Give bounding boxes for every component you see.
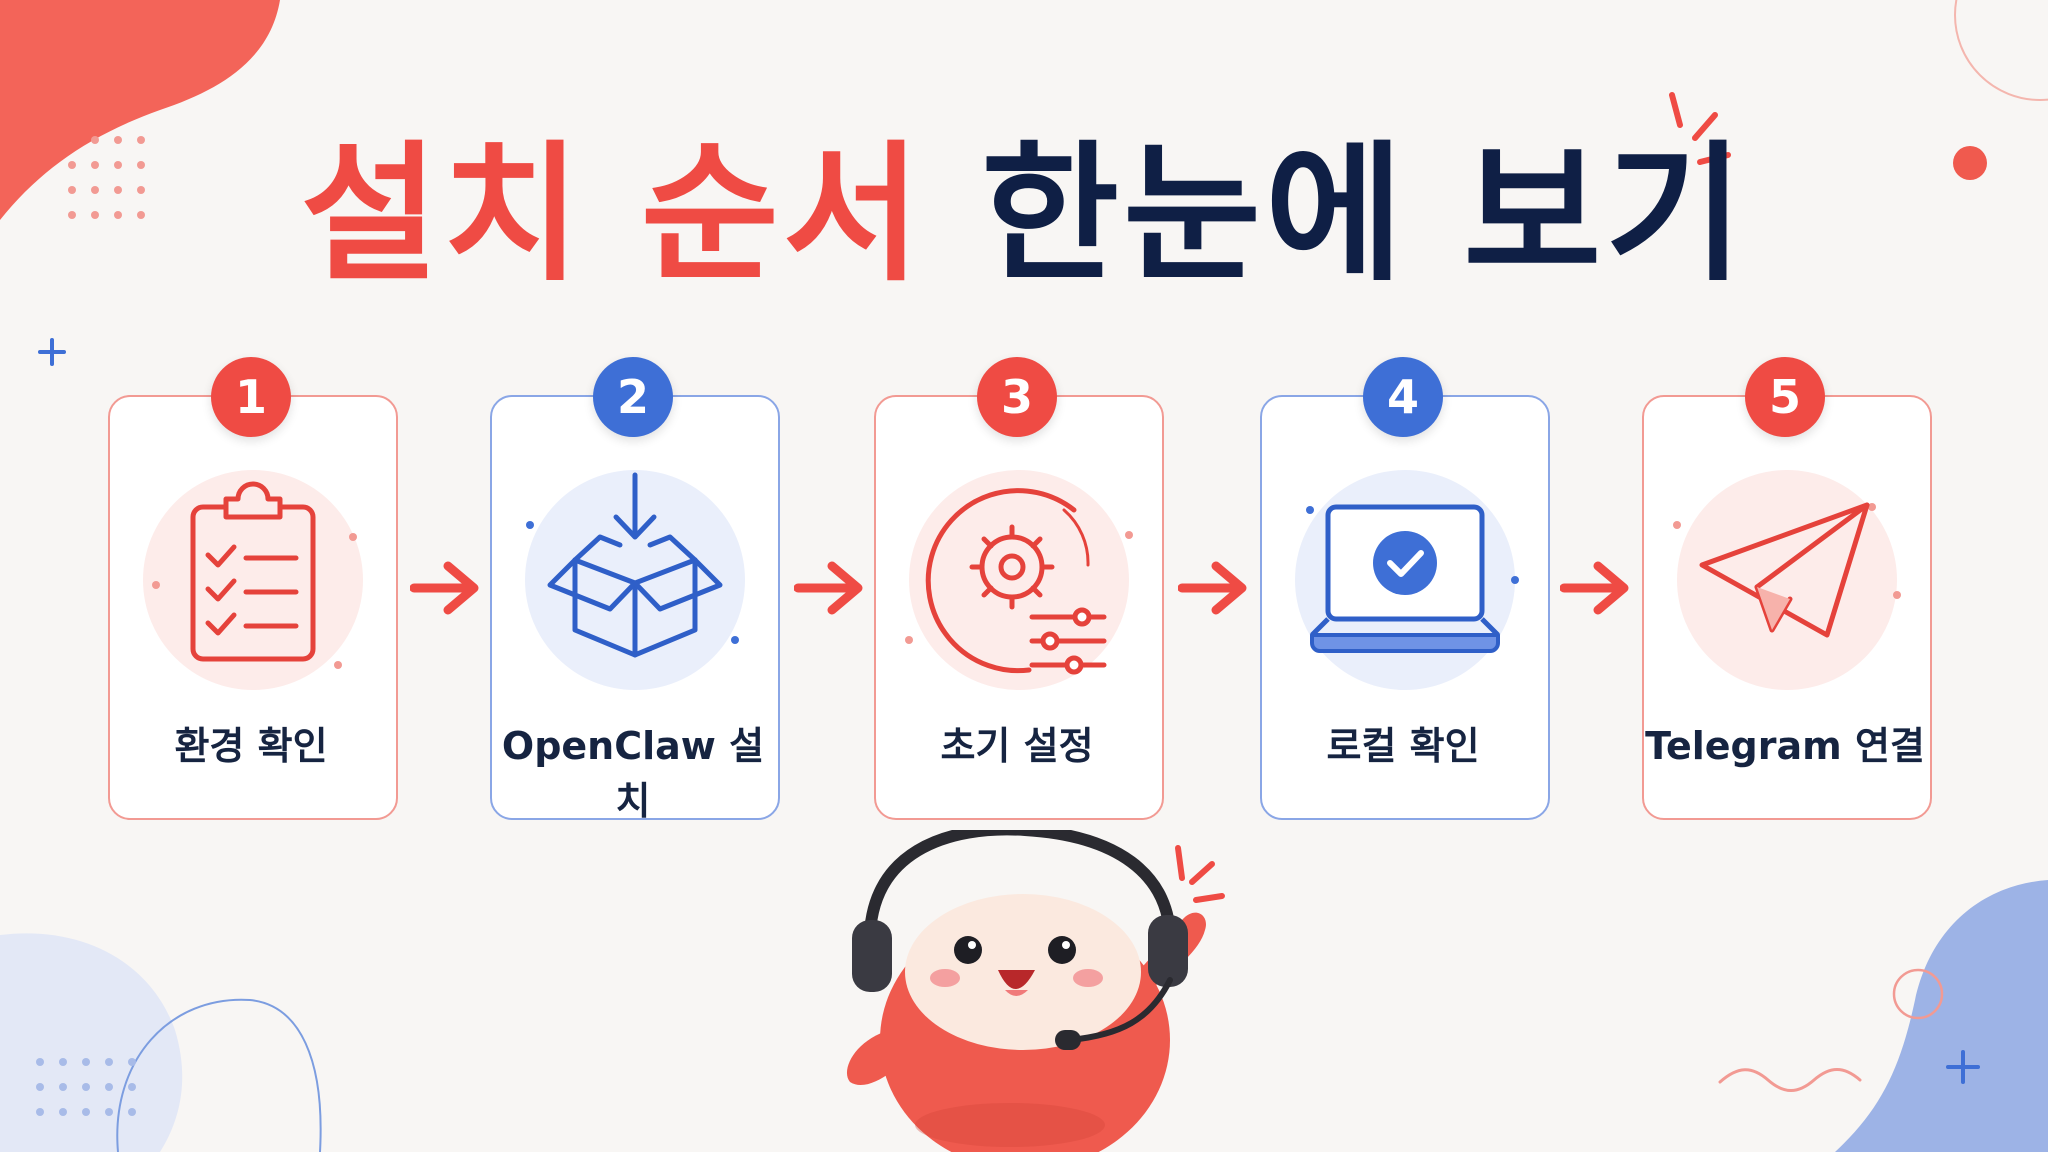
arrow-right-icon [1560,561,1629,615]
step-label: Telegram 연결 [1645,724,1925,768]
title-main: 한눈에 보기 [981,128,1748,302]
gear-sliders-icon [905,470,1133,690]
title-accent: 설치 순서 [300,128,925,302]
arrow-right-icon [794,561,863,615]
step-number-badge: 2 [593,357,673,437]
page-title: 설치 순서 한눈에 보기 [0,140,2048,290]
step-label: 로컬 확인 [1326,724,1480,768]
step-number-badge: 3 [977,357,1057,437]
mascot-with-headset [846,830,1225,1152]
arrow-right-icon [1178,561,1247,615]
step-number-badge: 4 [1363,357,1443,437]
step-number-badge: 5 [1745,357,1825,437]
step-card-1: 1 환경 확인 [108,357,398,820]
arrow-right-icon [410,561,479,615]
step-label: 환경 확인 [174,724,328,768]
step-card-5: 5 Telegram 연결 [1642,357,1932,820]
step-label: OpenClaw 설치 [501,724,765,823]
download-box-icon [525,470,745,690]
paper-plane-icon [1673,470,1901,690]
clipboard-checklist-icon [143,470,363,690]
step-card-2: 2 OpenClaw 설치 [490,357,780,823]
step-card-3: 3 초기 설정 [874,357,1164,820]
step-label: 초기 설정 [940,724,1094,768]
step-card-4: 4 로컬 확인 [1260,357,1550,820]
step-number-badge: 1 [211,357,291,437]
laptop-check-icon [1295,470,1519,690]
